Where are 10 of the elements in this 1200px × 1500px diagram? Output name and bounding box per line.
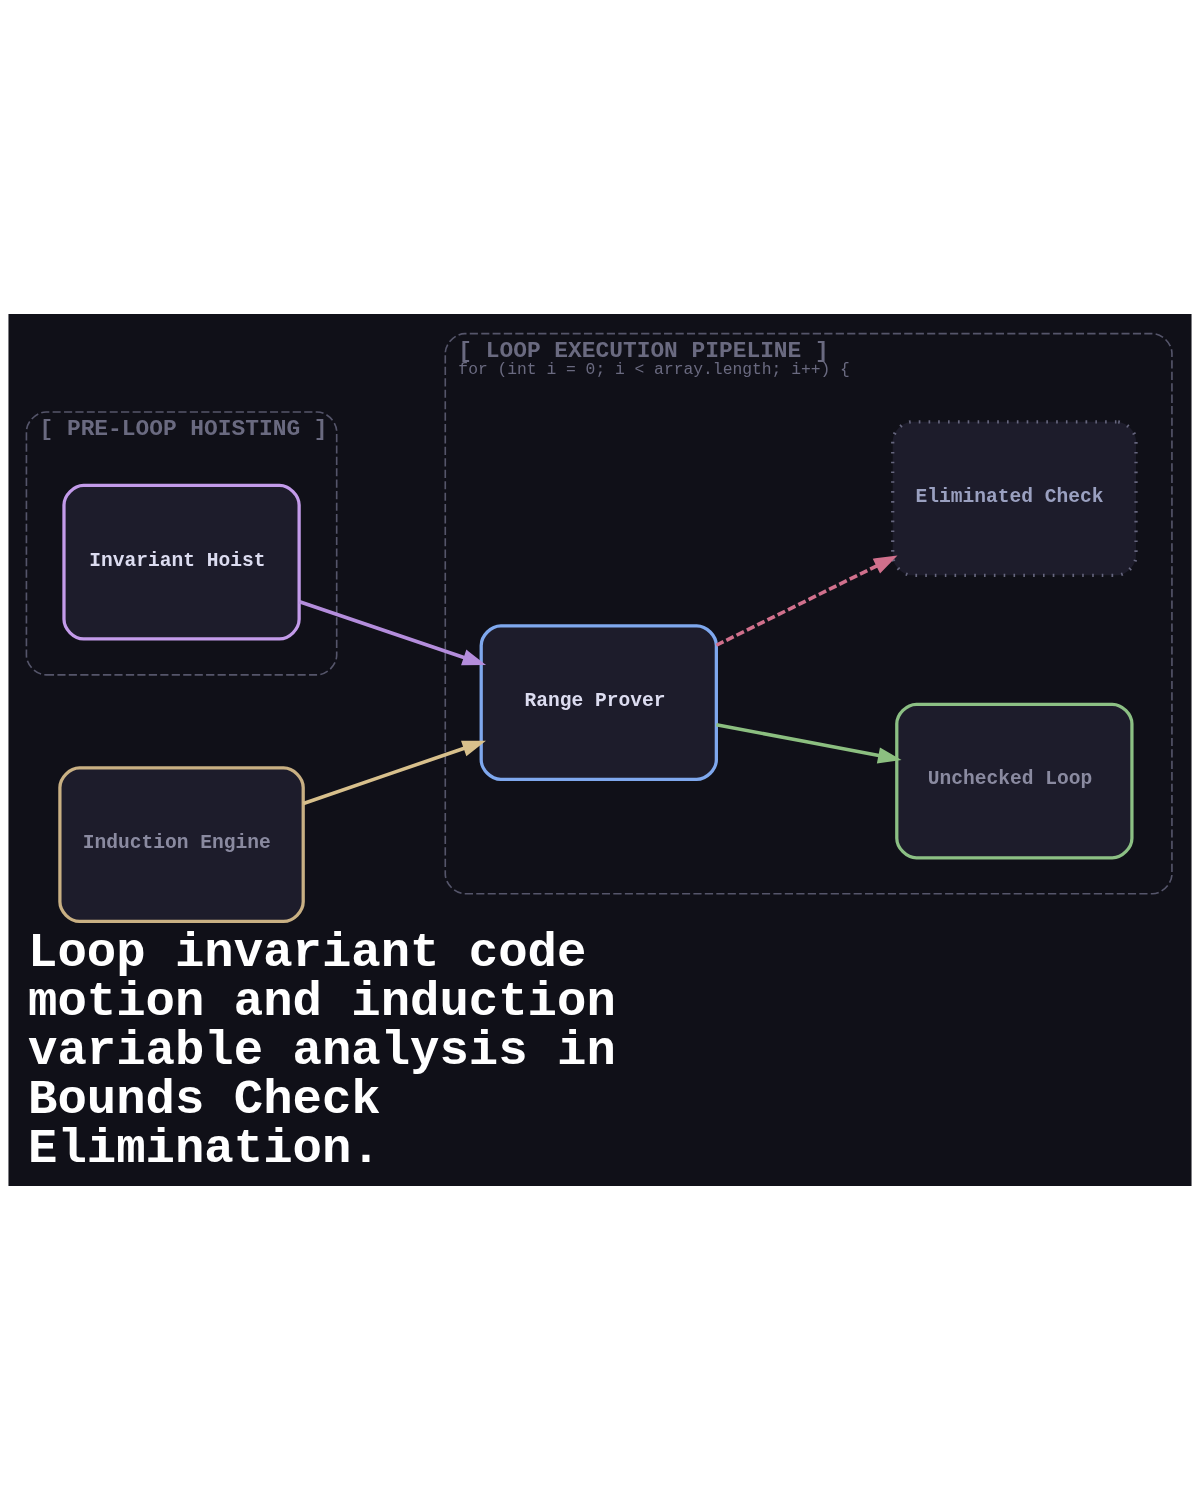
node-box: Induction Engine [58, 766, 305, 924]
arrow [299, 600, 487, 666]
node-box: Invariant Hoist [62, 483, 301, 641]
node-box: Unchecked Loop [895, 702, 1134, 860]
arrow [716, 722, 902, 764]
diagram-title: Loop invariant code motion and induction variable analysis in Bounds Check Elimination. [28, 924, 616, 1177]
arrow [715, 555, 898, 647]
node-box: Range Prover [479, 624, 718, 782]
arrow [302, 740, 486, 806]
node-box: Eliminated Check [891, 420, 1138, 577]
